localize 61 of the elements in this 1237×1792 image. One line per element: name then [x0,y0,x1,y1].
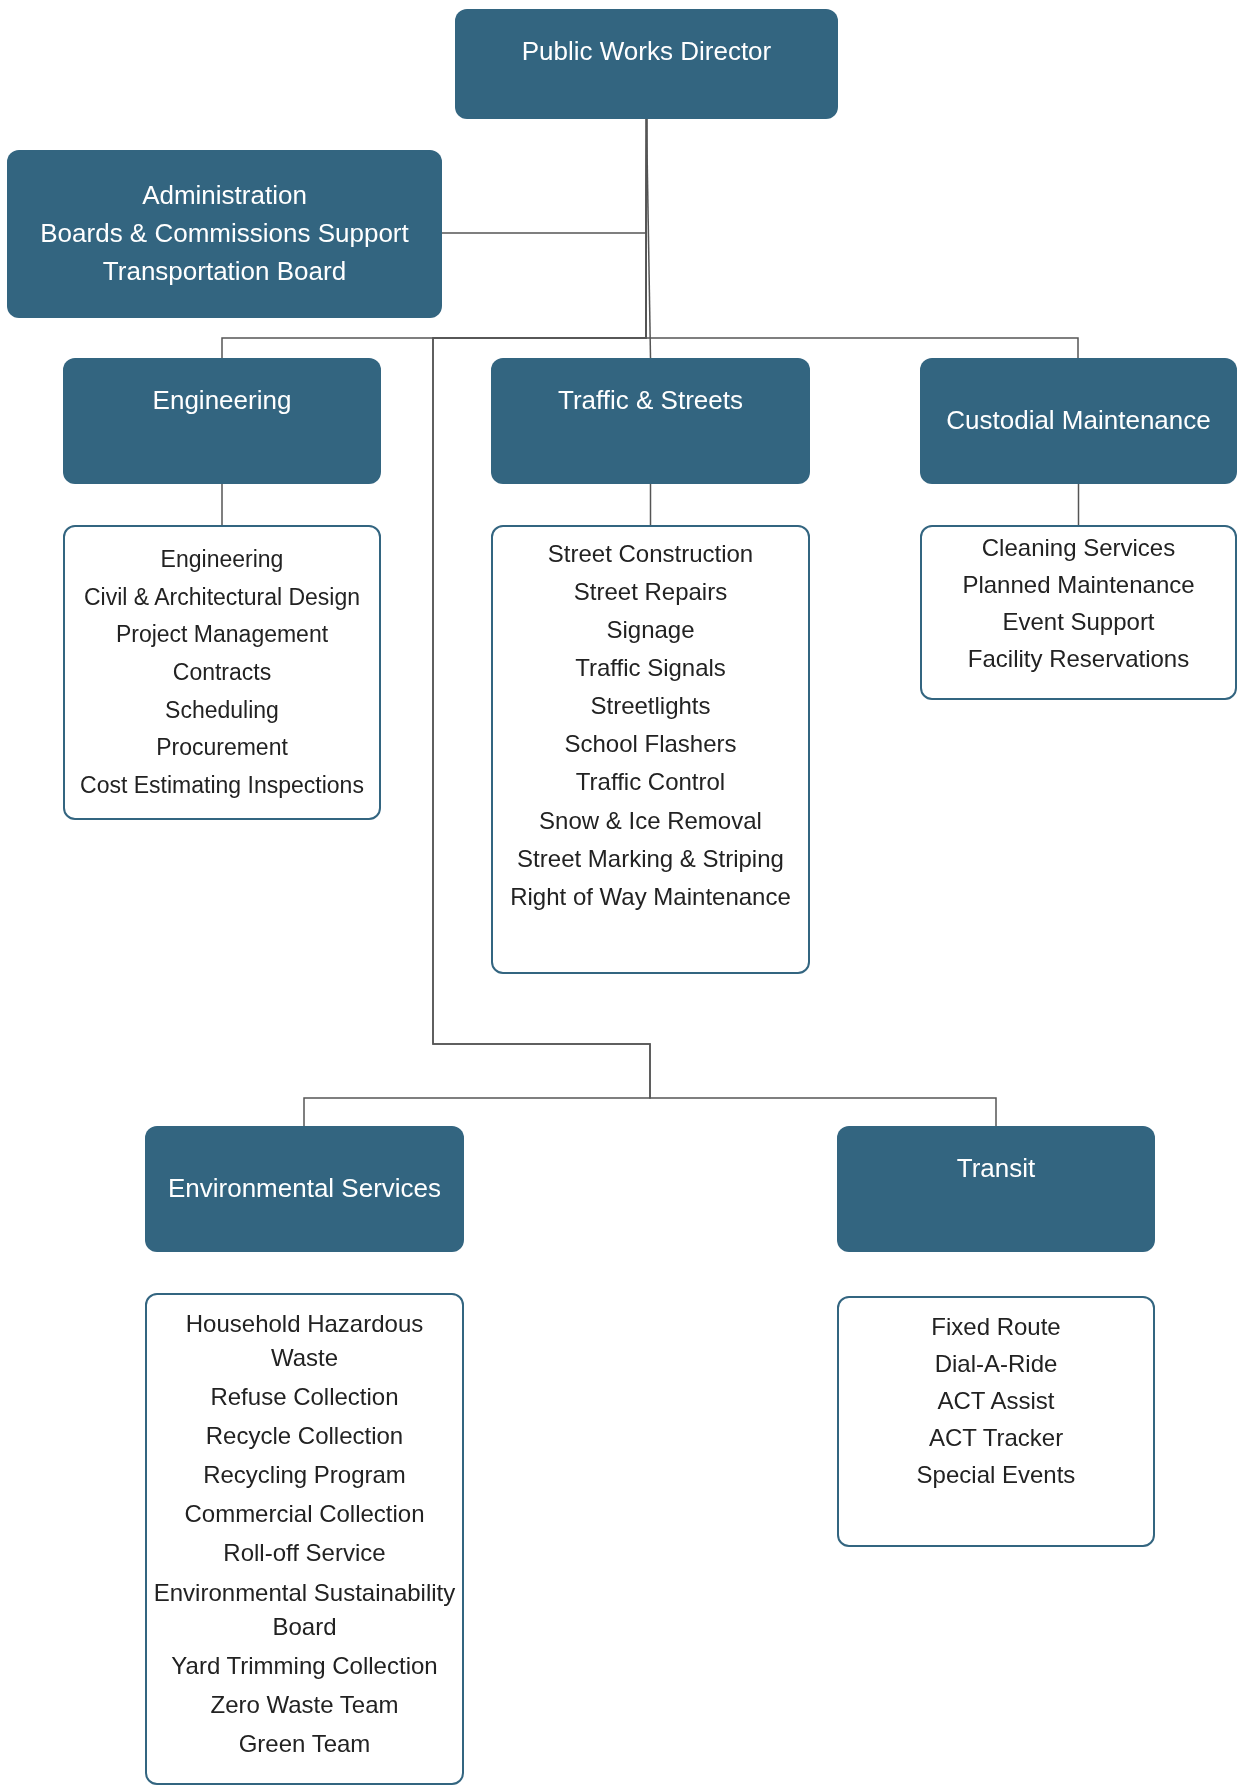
unit-title: Custodial Maintenance [946,404,1211,438]
unit-title: Administration [142,179,307,213]
department-box [455,9,838,119]
duty-item: Planned Maintenance [962,570,1195,601]
duty-item: Engineering [160,545,284,574]
duty-item: Streetlights [590,691,711,722]
duty-item: Street Construction [547,539,754,569]
duty-list-box [837,1296,1155,1547]
duty-item: Zero Waste Team [210,1689,399,1720]
duty-item: Traffic Signals [575,653,726,684]
duty-item: Household Hazardous Waste [184,1309,425,1374]
duty-item: Snow & Ice Removal [539,805,762,836]
duty-item: Facility Reservations [967,644,1190,675]
unit-title: Environmental Services [167,1172,442,1206]
duty-item: Street Marking & Striping [517,843,784,874]
duty-item: Dial-A-Ride [934,1349,1058,1380]
duty-item: Right of Way Maintenance [510,881,791,912]
unit-title: Public Works Director [521,35,772,68]
duty-item: Roll-off Service [223,1538,386,1569]
duty-item: Project Management [115,620,329,650]
duty-item: Cleaning Services [981,533,1176,563]
department-box [491,358,810,484]
unit-title: Engineering [152,384,292,417]
duty-item: Signage [606,615,695,646]
duty-item: Yard Trimming Collection [171,1650,438,1681]
duty-list-box [63,525,381,820]
duty-item: Refuse Collection [210,1382,399,1413]
unit-title: Transportation Board [102,254,347,288]
unit-title: Boards & Commissions Support [40,217,409,251]
department-box [837,1126,1155,1252]
connector-line [221,483,223,526]
duty-item: Recycling Program [203,1460,406,1491]
duty-item: Traffic Control [575,767,726,798]
duty-item: Recycle Collection [205,1421,404,1452]
duty-item: Street Repairs [573,577,728,608]
duty-list-box [920,525,1237,700]
duty-list-box [145,1293,464,1785]
duty-item: Cost Estimating Inspections [80,770,364,800]
duty-item: Fixed Route [931,1312,1061,1342]
department-box [145,1126,464,1252]
duty-item: ACT Assist [937,1386,1055,1417]
duty-list-box [491,525,810,974]
duty-item: Procurement [156,733,288,763]
duty-item: Civil & Architectural Design [83,582,361,612]
department-box [63,358,381,484]
unit-title: Traffic & Streets [558,384,743,417]
duty-item: Event Support [1002,607,1155,638]
duty-item: ACT Tracker [928,1423,1064,1454]
duty-item: Green Team [238,1728,371,1759]
duty-item: Environmental Sustainability Board [153,1577,456,1642]
duty-item: Contracts [172,657,272,687]
duty-item: Scheduling [165,695,279,725]
duty-item: Commercial Collection [184,1499,425,1530]
department-box [7,150,442,318]
department-box [920,358,1237,484]
unit-title: Transit [956,1152,1036,1185]
connector-line [1077,483,1080,526]
connector-line [432,118,997,1127]
duty-item: Special Events [916,1460,1076,1491]
connector-line [649,483,652,526]
duty-item: School Flashers [564,729,737,760]
